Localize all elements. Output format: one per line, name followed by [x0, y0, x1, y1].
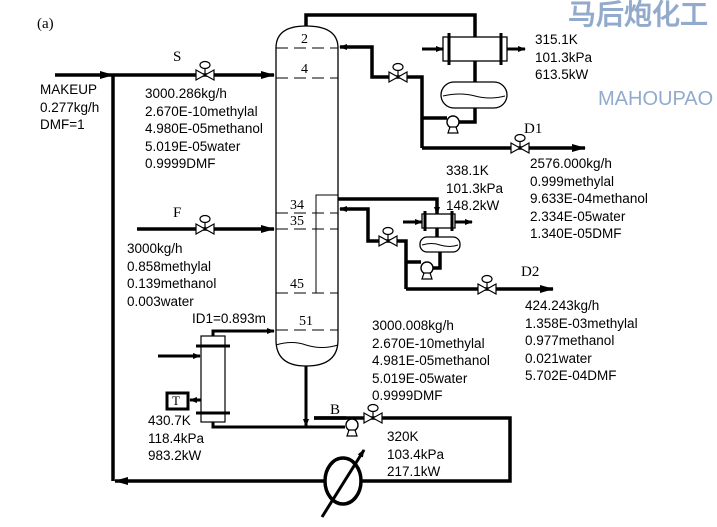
- reflux-valve-1[interactable]: [388, 62, 408, 83]
- makeup-flow: 0.277kg/h: [40, 99, 100, 115]
- info-line: 2576.000kg/h: [530, 156, 612, 171]
- makeup-comp: DMF=1: [40, 117, 85, 133]
- reflux-pump-1[interactable]: [446, 115, 460, 134]
- info-line: 1.358E-03methylal: [525, 315, 638, 331]
- info-line: 0.003water: [127, 293, 194, 309]
- info-line: 320K: [387, 429, 419, 444]
- info-line: 3000kg/h: [127, 241, 183, 256]
- info-line: 101.3kPa: [446, 180, 504, 196]
- column-diameter: ID1=0.893m: [192, 311, 266, 326]
- d2-stream-label: D2: [521, 264, 540, 280]
- info-line: 0.9999DMF: [372, 388, 443, 404]
- info-line: 613.5kW: [535, 67, 589, 83]
- tray-label: 51: [299, 314, 313, 329]
- info-line: 4.980E-05methanol: [145, 121, 263, 137]
- tray-label: 35: [290, 214, 304, 229]
- tray-label: 2: [301, 32, 308, 47]
- bottoms-stream-label: B: [330, 402, 341, 418]
- watermark-english: MAHOUPAO: [598, 88, 714, 110]
- info-line: 9.633E-04methanol: [530, 191, 648, 207]
- info-line: 0.858methylal: [127, 258, 212, 274]
- watermark-chinese: 马后炮化工: [568, 0, 709, 30]
- temperature-indicator: [165, 391, 190, 411]
- condenser-1-info: 315.1K 101.3kPa 613.5kW: [535, 31, 592, 84]
- d2-info: 424.243kg/h 1.358E-03methylal 0.977methano…: [525, 297, 638, 385]
- info-line: 424.243kg/h: [525, 298, 600, 313]
- bottoms-pump[interactable]: [345, 418, 359, 437]
- makeup-label: MAKEUP: [40, 82, 98, 97]
- info-line: 983.2kW: [148, 448, 202, 464]
- condenser-1: [442, 36, 508, 62]
- info-line: 1.340E-05DMF: [530, 226, 622, 242]
- bottoms-info: 3000.008kg/h 2.670E-10methylal 4.981E-05me…: [372, 317, 490, 405]
- info-line: 0.999methylal: [530, 173, 615, 189]
- info-line: 5.019E-05water: [372, 370, 468, 386]
- d1-stream-label: D1: [524, 121, 543, 137]
- info-line: 0.139methanol: [127, 276, 217, 292]
- info-line: 0.977methanol: [525, 333, 615, 349]
- tray-label: 45: [290, 277, 304, 292]
- cooler-info: 320K 103.4kPa 217.1kW: [387, 428, 444, 481]
- reboiler-info: 430.7K 118.4kPa 983.2kW: [148, 412, 204, 465]
- info-line: 5.702E-04DMF: [525, 368, 617, 384]
- makeup-info: MAKEUP 0.277kg/h DMF=1: [40, 81, 99, 134]
- distillation-column: [275, 25, 339, 367]
- info-line: 315.1K: [535, 32, 578, 47]
- d1-valve[interactable]: [510, 133, 530, 154]
- info-line: 101.3kPa: [535, 49, 593, 65]
- info-line: 430.7K: [148, 413, 191, 428]
- condenser-2: [421, 213, 456, 229]
- info-line: 2.334E-05water: [530, 208, 626, 224]
- feed-valve[interactable]: [195, 214, 215, 235]
- info-line: 2.670E-10methylal: [372, 335, 485, 351]
- solvent-valve[interactable]: [195, 60, 215, 81]
- info-line: 3000.008kg/h: [372, 318, 454, 333]
- temperature-indicator-label: T: [172, 393, 180, 408]
- info-line: 148.2kW: [446, 198, 500, 214]
- overhead-vapor-line: [304, 13, 477, 37]
- info-line: 4.981E-05methanol: [372, 353, 490, 369]
- feed-stream-label: F: [173, 205, 182, 221]
- cooler-arrow: [320, 449, 366, 518]
- info-line: 118.4kPa: [148, 430, 205, 446]
- condenser-2-info: 338.1K 101.3kPa 148.2kW: [446, 162, 503, 215]
- info-line: 2.670E-10methylal: [145, 103, 258, 119]
- bottoms-valve[interactable]: [363, 403, 383, 424]
- info-line: 0.021water: [525, 350, 592, 366]
- tray-label: 34: [290, 198, 304, 213]
- solvent-stream-label: S: [173, 49, 182, 65]
- reboiler: [200, 335, 226, 423]
- d1-info: 2576.000kg/h 0.999methylal 9.633E-04methan…: [530, 155, 648, 243]
- solvent-info: 3000.286kg/h 2.670E-10methylal 4.980E-05me…: [145, 85, 263, 173]
- info-line: 103.4kPa: [387, 446, 445, 462]
- info-line: 0.9999DMF: [145, 156, 216, 172]
- info-line: 217.1kW: [387, 464, 441, 480]
- d2-valve[interactable]: [477, 274, 497, 295]
- info-line: 338.1K: [446, 163, 489, 178]
- figure-label: (a): [37, 16, 54, 32]
- tray-label: 4: [301, 62, 308, 77]
- reflux-valve-2[interactable]: [378, 226, 398, 247]
- info-line: 5.019E-05water: [145, 138, 241, 154]
- reflux-pump-2[interactable]: [420, 261, 434, 280]
- info-line: 3000.286kg/h: [145, 86, 227, 101]
